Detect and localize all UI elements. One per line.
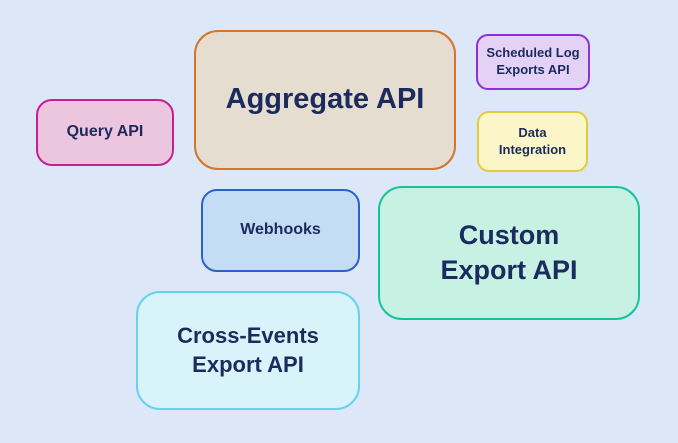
diagram-node-cross-events-export-api: Cross-Events Export API [136,291,360,410]
diagram-node-webhooks: Webhooks [201,189,360,272]
node-label-scheduled-log-exports-api: Scheduled Log Exports API [486,45,580,77]
node-label-data-integration: Data Integration [498,124,567,157]
node-label-aggregate-api: Aggregate API [225,83,425,116]
diagram-node-custom-export-api: Custom Export API [378,186,640,320]
diagram-node-scheduled-log-exports-api: Scheduled Log Exports API [476,34,590,90]
diagram-node-aggregate-api: Aggregate API [194,30,456,170]
node-label-query-api: Query API [66,123,144,141]
node-label-cross-events-export-api: Cross-Events Export API [177,322,319,377]
node-label-custom-export-api: Custom Export API [440,219,578,285]
diagram-node-data-integration: Data Integration [477,111,588,172]
diagram-node-query-api: Query API [36,99,174,166]
node-label-webhooks: Webhooks [240,221,321,239]
